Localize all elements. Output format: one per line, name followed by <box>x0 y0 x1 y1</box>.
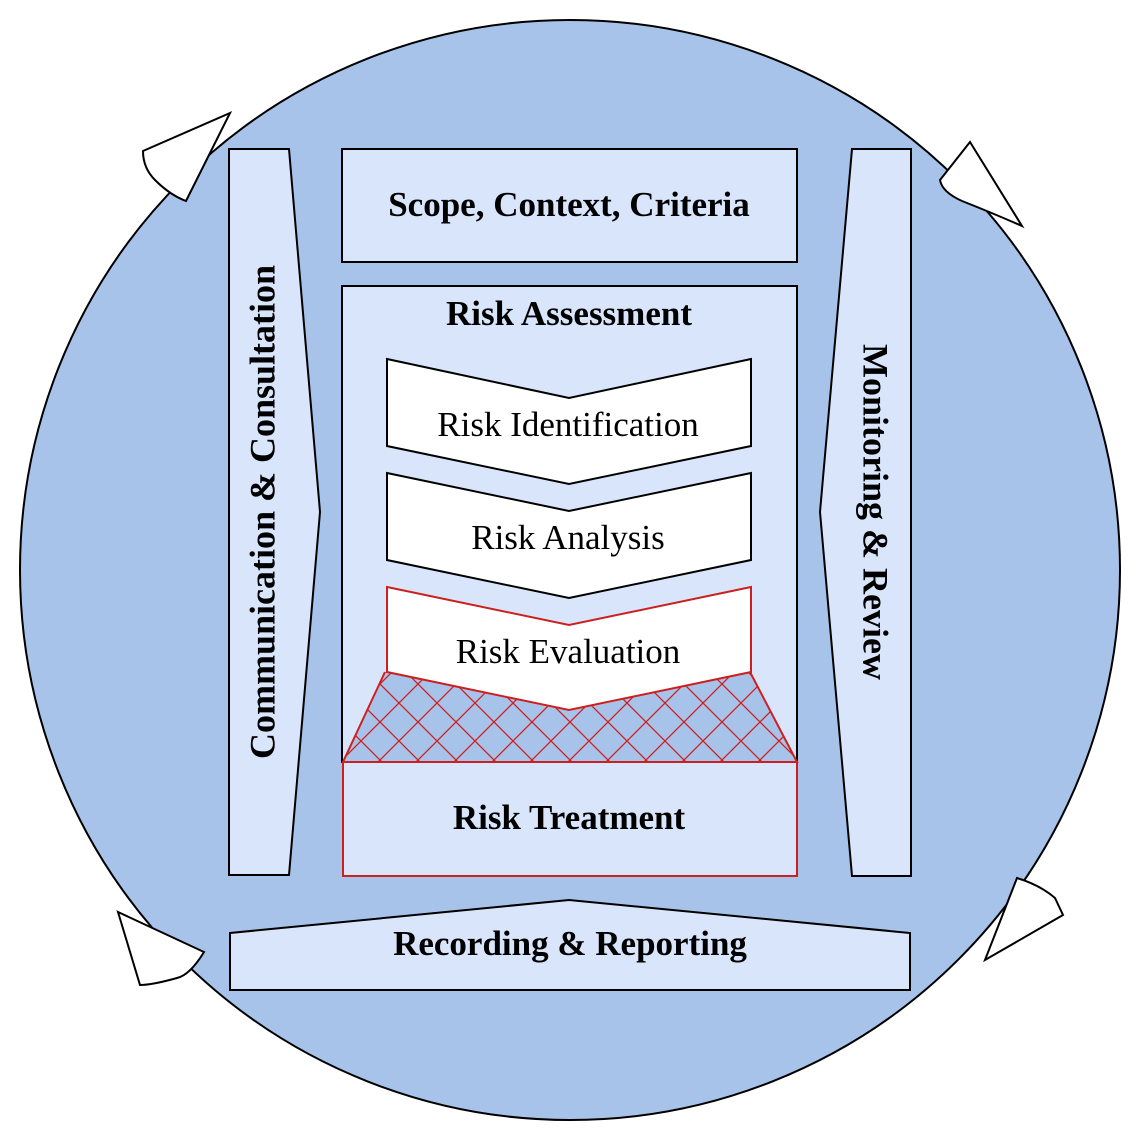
arrowhead-icon <box>116 910 206 987</box>
risk-evaluation-chevron <box>386 585 752 712</box>
scope-context-criteria-box <box>341 148 798 263</box>
risk-treatment-label: Risk Treatment <box>453 798 686 837</box>
risk-treatment-box <box>342 761 798 877</box>
risk-identification-label: Risk Identification <box>437 405 698 444</box>
communication-consultation-label: Communication & Consultation <box>242 265 282 759</box>
risk-analysis-chevron <box>386 471 752 600</box>
monitoring-review-label: Monitoring & Review <box>856 344 896 680</box>
recording-reporting-panel <box>229 898 911 991</box>
arrowhead-icon <box>141 110 233 203</box>
risk-assessment-title: Risk Assessment <box>446 294 692 333</box>
monitoring-review-panel <box>818 148 912 877</box>
recording-reporting-label: Recording & Reporting <box>393 924 747 963</box>
arrowhead-icon <box>983 876 1065 963</box>
risk-evaluation-label: Risk Evaluation <box>456 632 681 671</box>
arrowhead-icon <box>938 140 1025 229</box>
communication-consultation-panel <box>228 148 322 876</box>
risk-identification-chevron <box>386 357 752 486</box>
risk-analysis-label: Risk Analysis <box>471 518 665 557</box>
scope-context-criteria-label: Scope, Context, Criteria <box>388 185 750 224</box>
